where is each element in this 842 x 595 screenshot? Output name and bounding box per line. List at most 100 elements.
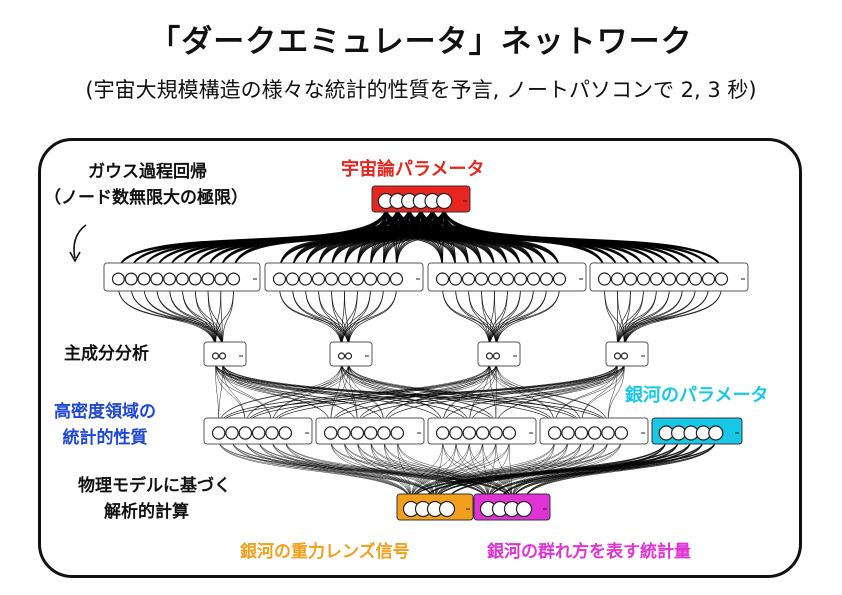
cosmo-params-box-node (436, 192, 453, 210)
network-edge (194, 286, 223, 350)
network-edge (271, 439, 489, 503)
network-edge (271, 439, 412, 503)
network-edge (215, 362, 358, 427)
network-edge (330, 362, 349, 427)
network-edge (442, 362, 625, 427)
gp-node-layer-4-node (714, 272, 729, 286)
network-edge (330, 362, 497, 427)
network-edge (156, 286, 223, 350)
network-edge (318, 286, 342, 350)
network-edge (443, 206, 723, 272)
network-edge (487, 439, 717, 503)
curved-arrow-icon (73, 224, 87, 259)
network-edge (271, 362, 625, 427)
network-edge (341, 362, 385, 427)
network-edge (348, 286, 384, 350)
network-edge (222, 362, 273, 427)
gp-node-layer-3-node (435, 272, 450, 286)
network-edge (604, 286, 625, 350)
gp-node-layer-1-node (201, 272, 215, 286)
network-edge (617, 286, 709, 350)
gp-node-layer-3-node (552, 272, 567, 286)
gp-node-layer-4-node (688, 272, 703, 286)
high-density-label-line2: 統計的性質 (62, 427, 148, 448)
gp-node-layer-1-node (137, 272, 151, 286)
network-edge (469, 439, 489, 503)
gp-node-layer-2-node (389, 272, 404, 286)
network-edge (285, 439, 513, 503)
gp-node-layer-4-node (649, 272, 664, 286)
gp-node-layer-3-node (526, 272, 541, 286)
gp-node-layer-3-node (461, 272, 476, 286)
network-edge (442, 362, 497, 427)
network-edge (496, 286, 508, 350)
network-edge (222, 362, 470, 427)
network-edge (624, 286, 631, 350)
network-edge (446, 439, 717, 503)
stats-box-1-node (211, 426, 226, 440)
network-edge (343, 439, 513, 503)
network-edge (330, 206, 445, 272)
network-edge (356, 206, 445, 272)
network-edge (617, 286, 722, 350)
network-edge (410, 439, 667, 503)
page-subtitle: (宇宙大規模構造の様々な統計的性質を予言, ノートパソコンで 2, 3 秒) (85, 78, 757, 102)
network-edge (434, 439, 470, 503)
network-edge (222, 362, 246, 427)
network-edge (434, 439, 457, 503)
stats-box-4-node (547, 426, 562, 440)
network-edge (330, 362, 625, 427)
gp-node-layer-1-node (227, 272, 241, 286)
network-edge (330, 362, 618, 427)
network-edge (495, 362, 625, 427)
network-edge (271, 362, 618, 427)
network-edge (410, 439, 569, 503)
network-edge (348, 286, 371, 350)
network-edge (383, 439, 412, 503)
network-edge (271, 439, 513, 503)
network-edge (207, 286, 223, 350)
stats-box-4-node (601, 426, 615, 440)
gp-node-layer-4-node (675, 272, 690, 286)
network-edge (482, 439, 489, 503)
network-edge (607, 362, 625, 427)
network-edge (383, 362, 625, 427)
network-edge (220, 286, 223, 350)
gp-node-layer-2-node (311, 272, 326, 286)
network-edge (434, 439, 717, 503)
network-edge (245, 362, 497, 427)
network-edge (218, 362, 497, 427)
network-edge (499, 439, 717, 503)
network-edge (222, 362, 582, 427)
network-edge (434, 439, 443, 503)
network-edge (383, 362, 497, 427)
network-edge (469, 362, 497, 427)
pca-box-3-node (492, 352, 501, 360)
clustering-label: 銀河の群れ方を表す統計量 (487, 542, 691, 562)
stats-box-3-node (502, 426, 517, 440)
network-edge (357, 362, 497, 427)
network-edge (523, 439, 717, 503)
gp-node-layer-2-node (285, 272, 300, 286)
stats-box-3-node (435, 426, 450, 440)
network-edge (410, 439, 609, 503)
gp-node-layer-4-node (636, 272, 651, 286)
network-edge (357, 362, 625, 427)
network-edge (231, 439, 412, 503)
stats-box-3-node (449, 426, 463, 440)
network-edge (489, 286, 560, 350)
network-edge (348, 362, 443, 427)
stats-box-2-node (350, 426, 365, 440)
network-edge (397, 439, 436, 503)
network-edge (434, 439, 609, 503)
network-edge (468, 286, 490, 350)
stats-box-2-node (363, 426, 378, 440)
network-edge (604, 286, 618, 350)
stats-box-4-node (561, 426, 575, 440)
network-edge (496, 286, 560, 350)
pca-box-4-node (613, 352, 622, 360)
stats-box-4-node (574, 426, 589, 440)
stats-box-1-node (225, 426, 239, 440)
network-edge (143, 286, 223, 350)
stats-box-3-node (489, 426, 503, 440)
